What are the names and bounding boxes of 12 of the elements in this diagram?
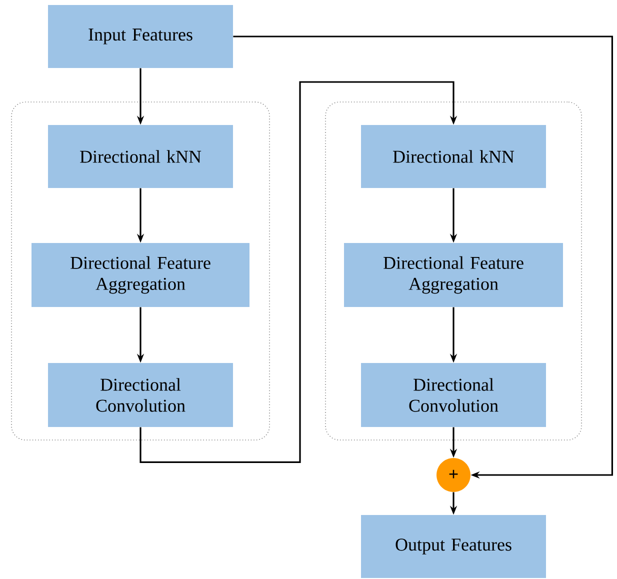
- process-box: Output Features: [361, 515, 546, 578]
- arrow: [233, 36, 613, 479]
- process-box: Directional Convolution: [48, 363, 233, 427]
- process-box: Directional Feature Aggregation: [32, 243, 250, 307]
- process-box: Directional kNN: [48, 125, 233, 188]
- dotted-group-frame: [11, 102, 270, 440]
- dotted-group-frame: [325, 102, 582, 440]
- process-box: Directional Feature Aggregation: [344, 243, 563, 307]
- process-box: Input Features: [48, 5, 233, 68]
- arrow: [140, 81, 458, 463]
- process-box: Directional Convolution: [361, 363, 546, 427]
- process-box: Directional kNN: [361, 125, 546, 188]
